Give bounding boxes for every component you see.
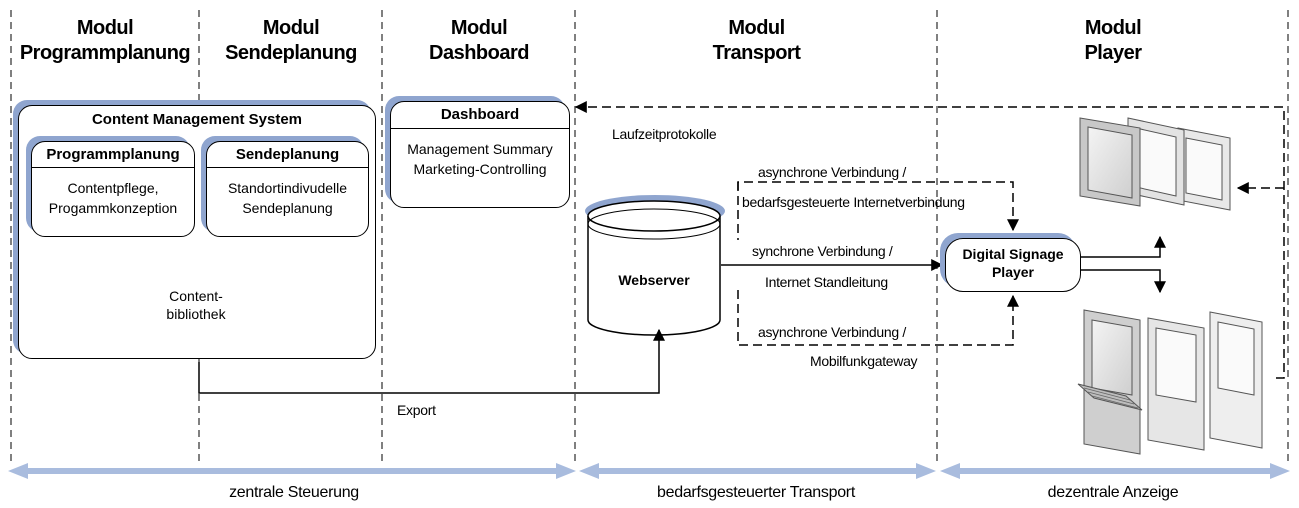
programmplanung-body: Contentpflege, Progammkonzeption: [32, 178, 194, 218]
module-label: Modul: [1084, 17, 1142, 39]
async-bottom-arrow: [737, 290, 1019, 346]
kiosk-back-icon: [1209, 311, 1263, 449]
arrow-central: [8, 463, 576, 479]
footer-central-label: zentrale Steuerung: [229, 484, 359, 501]
dashboard-title: Dashboard: [391, 106, 569, 129]
async-bottom-label-2: Mobilfunkgateway: [810, 353, 918, 369]
sendeplanung-body: Standortindivudelle Sendeplanung: [207, 178, 368, 218]
module-name: Sendeplanung: [225, 42, 357, 64]
arrow-to-bottom-displays: [1080, 269, 1166, 294]
module-header-sendeplanung: Modul Sendeplanung: [200, 16, 382, 66]
player-label: Digital Signage Player: [946, 245, 1080, 281]
kiosk-front-icon: [1077, 309, 1143, 455]
module-name: Dashboard: [429, 42, 529, 64]
module-label: Modul: [262, 17, 320, 39]
arrow-to-top-displays: [1080, 235, 1166, 258]
webserver-label: Webserver: [618, 272, 690, 288]
monitor-mid-icon: [1127, 117, 1185, 206]
module-label: Modul: [450, 17, 508, 39]
programmplanung-box: Programmplanung Contentpflege, Progammko…: [31, 141, 195, 237]
sendeplanung-title: Sendeplanung: [207, 146, 368, 168]
content-library-label: Content- bibliothek: [140, 287, 252, 323]
dashboard-line2: Marketing-Controlling: [413, 161, 547, 177]
laufzeit-arrow: [574, 101, 1285, 379]
programmplanung-line1: Contentpflege,: [67, 180, 159, 196]
module-header-programmplanung: Modul Programmplanung: [12, 16, 198, 66]
module-name: Player: [1084, 42, 1142, 64]
kiosk-mid-icon: [1147, 317, 1205, 451]
async-bottom-label-1: asynchrone Verbindung /: [758, 324, 906, 340]
module-header-transport: Modul Transport: [576, 16, 937, 66]
async-top-label-1: asynchrone Verbindung /: [758, 164, 906, 180]
export-label: Export: [397, 402, 436, 418]
player-line2: Player: [991, 264, 1035, 280]
monitor-back-icon: [1177, 127, 1231, 211]
export-arrow: [198, 328, 665, 394]
sync-label-2: Internet Standleitung: [765, 274, 888, 290]
cms-title: Content Management System: [91, 111, 303, 128]
async-top-label-2: bedarfsgesteuerte Internetverbindung: [742, 194, 965, 210]
top-display-icons: [1079, 117, 1231, 211]
module-label: Modul: [728, 17, 785, 39]
module-name: Transport: [712, 42, 801, 64]
player-box: Digital Signage Player: [945, 238, 1081, 292]
programmplanung-line2: Progammkonzeption: [48, 200, 178, 216]
module-header-dashboard: Modul Dashboard: [383, 16, 575, 66]
player-line1: Digital Signage: [962, 246, 1064, 262]
sendeplanung-line2: Sendeplanung: [242, 200, 333, 216]
programmplanung-title: Programmplanung: [32, 146, 194, 168]
sendeplanung-box: Sendeplanung Standortindivudelle Sendepl…: [206, 141, 369, 237]
module-header-player: Modul Player: [938, 16, 1288, 66]
module-label: Modul: [76, 17, 134, 39]
footer-decentral-label: dezentrale Anzeige: [1047, 484, 1179, 501]
bottom-display-icons: [1077, 309, 1263, 455]
sendeplanung-line1: Standortindivudelle: [227, 180, 348, 196]
footer-arrows: [8, 463, 1290, 479]
dashboard-box: Dashboard Management Summary Marketing-C…: [390, 101, 570, 208]
player-output-arrows: [1080, 235, 1166, 294]
footer-transport-label: bedarfsgesteuerter Transport: [657, 484, 855, 501]
sync-label-1: synchrone Verbindung /: [752, 243, 893, 259]
dashboard-line1: Management Summary: [407, 141, 553, 157]
webserver-cylinder: [585, 195, 725, 336]
dashboard-body: Management Summary Marketing-Controlling: [391, 139, 569, 179]
library-line2: bibliothek: [166, 306, 226, 322]
laufzeit-label: Laufzeitprotokolle: [612, 126, 717, 142]
arrow-decentral: [940, 463, 1290, 479]
module-name: Programmplanung: [19, 42, 191, 64]
monitor-front-icon: [1079, 117, 1141, 207]
arrow-transport: [579, 463, 936, 479]
library-line1: Content-: [169, 288, 223, 304]
